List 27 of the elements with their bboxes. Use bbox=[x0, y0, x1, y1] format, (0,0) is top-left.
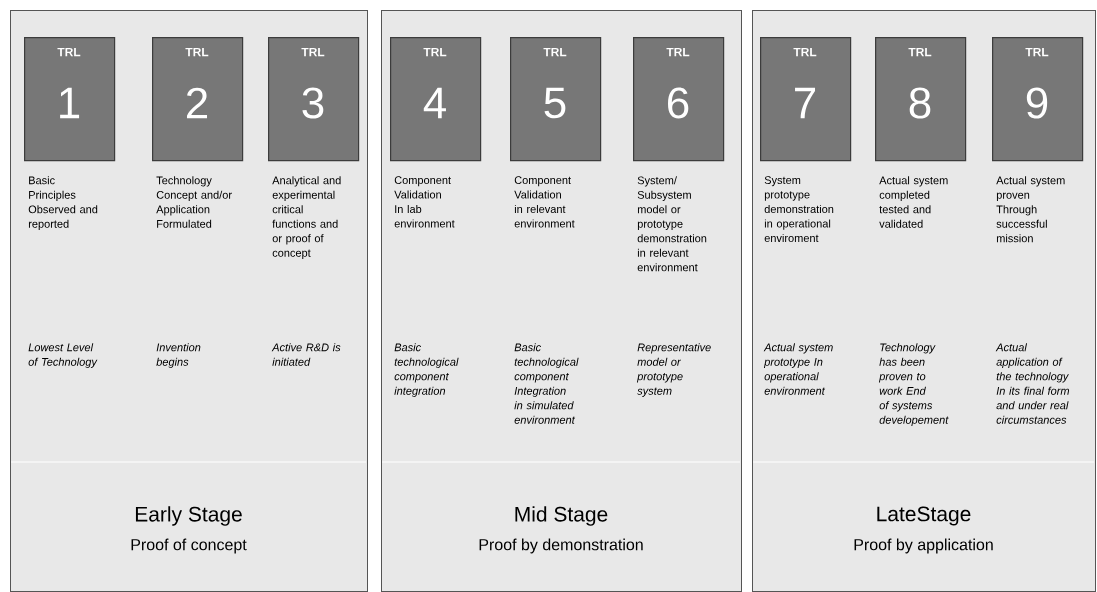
note-text: Lowest Level of Technology bbox=[28, 343, 98, 368]
description-text: System prototype demonstration in operational enviroment bbox=[764, 176, 834, 242]
trl-box: TRL 6 bbox=[633, 37, 725, 162]
description-text: Component Validation In lab environment bbox=[394, 176, 455, 228]
trl-box: TRL 4 bbox=[390, 37, 482, 162]
note-text: Technology has been proven to work End of systems developement bbox=[878, 343, 949, 426]
trl-box: TRL 2 bbox=[152, 37, 244, 162]
note-text: Active R&D is initiated bbox=[271, 343, 341, 366]
trl-box: TRL 7 bbox=[760, 37, 852, 162]
description-text: Basic Principles Observed and reported bbox=[28, 176, 98, 230]
description-text: Actual system completed tested and validated bbox=[879, 176, 948, 228]
description-text: Component Validation in relevant environment bbox=[514, 176, 575, 228]
trl-box: TRL 8 bbox=[875, 37, 967, 162]
trl-box: TRL 9 bbox=[992, 37, 1084, 162]
note-text: Basic technological component integration bbox=[394, 343, 459, 397]
description-text: System/ Subsystem model or prototype demonstration in relevant environment bbox=[637, 176, 707, 272]
note-text: Invention begins bbox=[156, 343, 201, 368]
trl-box: TRL 5 bbox=[510, 37, 602, 162]
description-text: Analytical and experimental critical functions and or proof of concept bbox=[272, 176, 341, 259]
note-text: Actual application of the technology In its final form and under real circumstances bbox=[995, 343, 1070, 424]
note-text: Basic technological component Integration in simulated environment bbox=[514, 343, 579, 424]
note-text: Actual system prototype In operational environment bbox=[763, 343, 833, 395]
description-text: Actual system proven Through successful mission bbox=[996, 176, 1065, 243]
description-text: Technology Concept and/or Application Formulated bbox=[156, 176, 232, 228]
trl-box: TRL 1 bbox=[24, 37, 116, 162]
note-text: Representative model or prototype system bbox=[636, 343, 711, 397]
trl-box: TRL 3 bbox=[268, 37, 360, 162]
